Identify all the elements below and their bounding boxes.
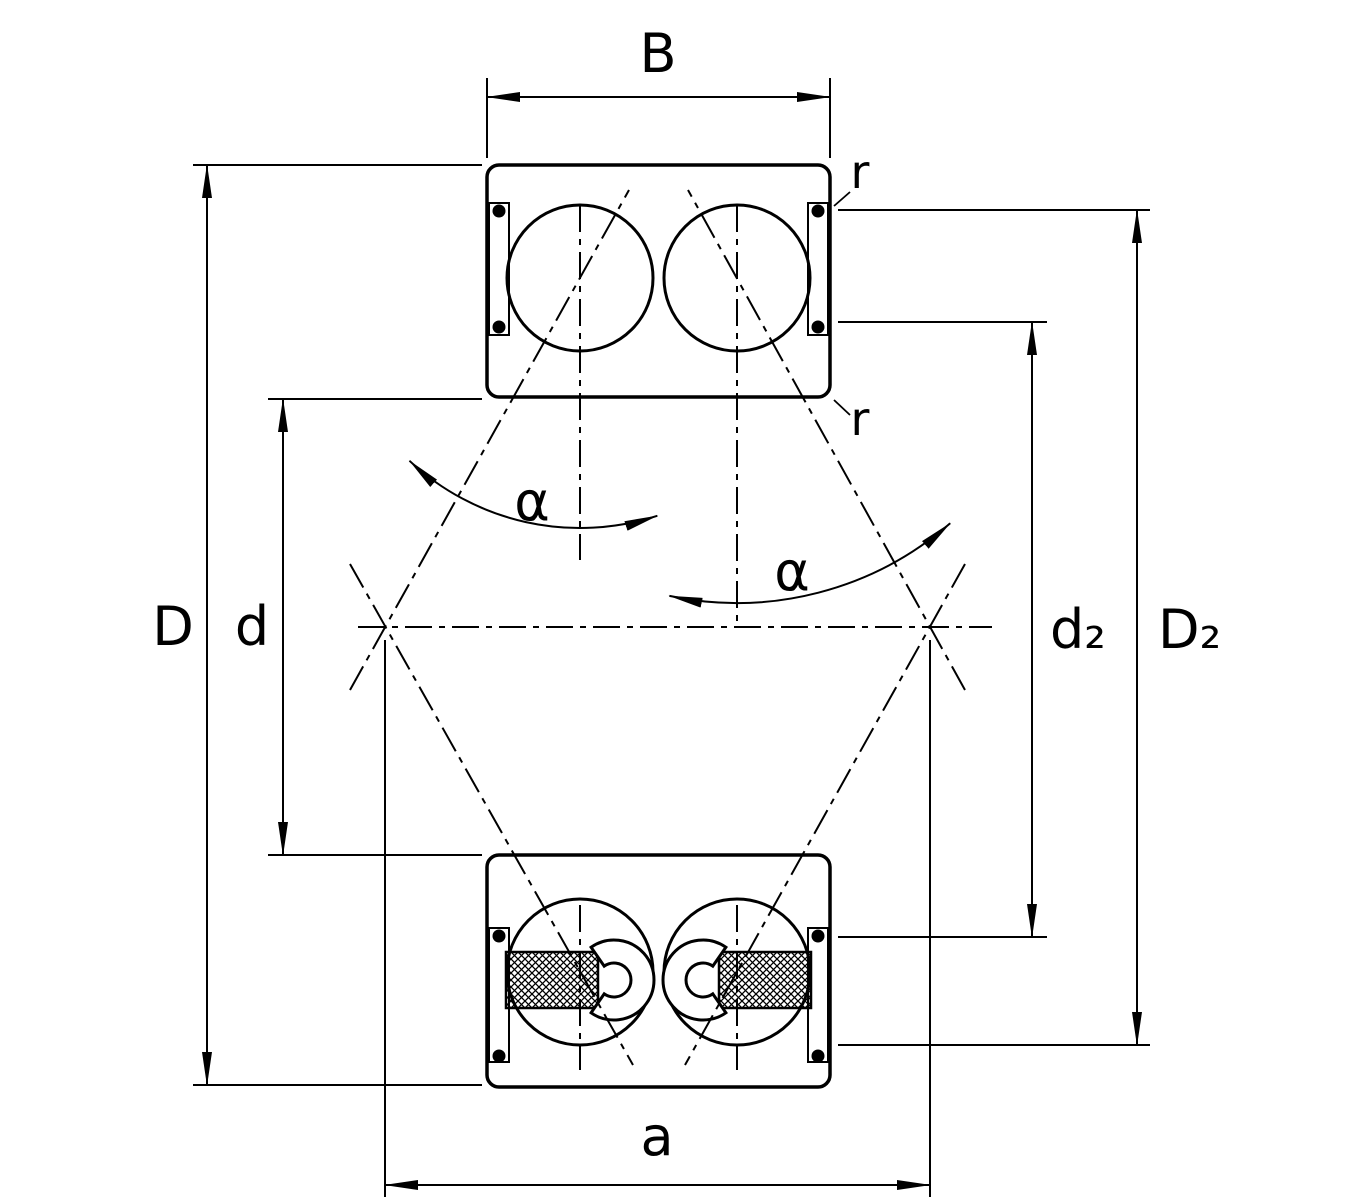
seal-bead: [492, 929, 506, 943]
seal-bead: [811, 320, 825, 334]
seal-upper-right: [807, 202, 829, 336]
dimension-d: d: [235, 398, 482, 856]
contact-line-upper-left: [349, 189, 630, 691]
lower-ring-body: [485, 853, 832, 1089]
corner-radius-labels: r r: [833, 145, 870, 446]
seal-bead: [492, 320, 506, 334]
label-alpha-right: α: [774, 540, 810, 603]
alpha-arc-right: [668, 522, 951, 608]
label-a: a: [640, 1105, 673, 1168]
seal-lower-right-body: [717, 950, 813, 1010]
dimension-D: D: [152, 164, 482, 1086]
seal-bead: [492, 204, 506, 218]
contact-angle-annotations: α α: [408, 460, 951, 608]
dimension-d2: d₂: [838, 321, 1106, 938]
alpha-arc-left: [408, 460, 659, 531]
label-D2: D₂: [1158, 598, 1221, 661]
dimension-D2: D₂: [838, 209, 1221, 1046]
label-d: d: [235, 595, 269, 658]
seal-bead: [811, 1049, 825, 1063]
label-r-upper: r: [851, 145, 870, 199]
upper-ring-body: [485, 163, 832, 399]
seal-bead: [811, 929, 825, 943]
seal-lower-left-body: [504, 950, 600, 1010]
label-D: D: [152, 595, 194, 658]
seal-bead: [492, 1049, 506, 1063]
seal-bead: [811, 204, 825, 218]
label-B: B: [639, 22, 676, 85]
contact-line-lower-left: [349, 563, 634, 1066]
label-alpha-left: α: [514, 470, 550, 533]
label-r-lower: r: [851, 392, 870, 446]
seal-groove-left: [589, 938, 656, 1022]
dimension-B: B: [486, 22, 831, 158]
label-d2: d₂: [1050, 598, 1106, 661]
leader-line: [833, 399, 851, 416]
leader-line: [833, 191, 851, 207]
dimension-a: a: [384, 640, 931, 1197]
contact-line-lower-right: [684, 563, 966, 1066]
seal-upper-left: [488, 202, 510, 336]
seal-groove-right: [661, 938, 728, 1022]
